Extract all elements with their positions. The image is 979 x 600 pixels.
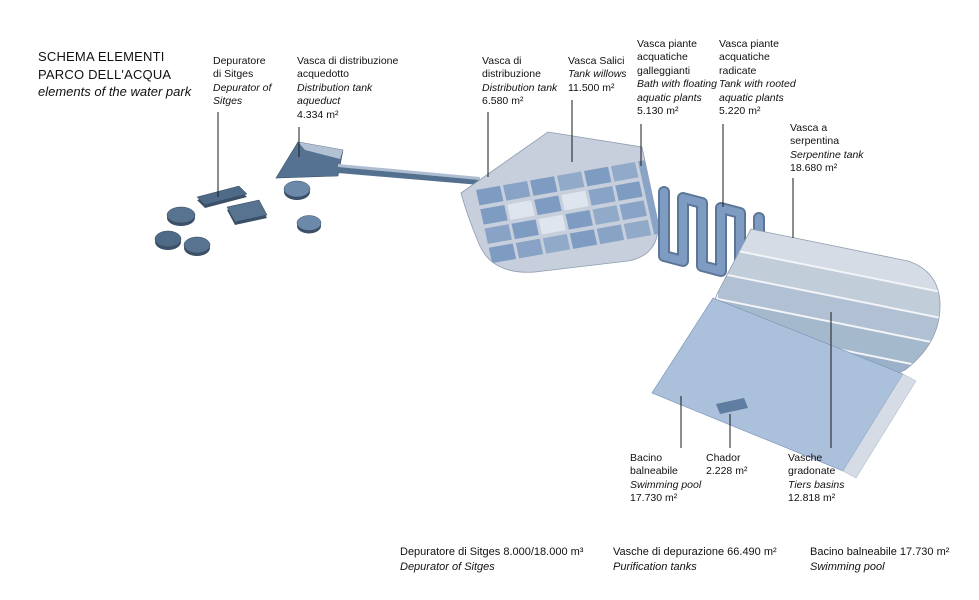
- band-strip: [718, 300, 941, 370]
- round-basin: [283, 180, 311, 198]
- grid-cell: [623, 219, 652, 240]
- grid-cell: [515, 238, 544, 259]
- band-strip: [718, 274, 941, 344]
- label-text-it: Vasca piante acquatiche galleggianti: [637, 38, 697, 77]
- leader-lines: [217, 100, 832, 448]
- pool-edge-deck: [842, 373, 917, 479]
- label-serpentina: Vasca a serpentina Serpentine tank 18.68…: [790, 122, 880, 176]
- grid-cell: [565, 209, 593, 230]
- aqueduct-tank-top: [298, 142, 343, 159]
- caption-depuratore: Depuratore di Sitges 8.000/18.000 m³ Dep…: [400, 545, 583, 575]
- label-distribuzione: Vasca di distribuzione Distribution tank…: [482, 55, 577, 109]
- depurator-tank: [154, 230, 182, 248]
- caption-text-en: Swimming pool: [810, 560, 885, 573]
- label-text-en: Depurator of Sitges: [213, 81, 272, 108]
- label-area: 18.680 m²: [790, 162, 838, 175]
- grid-cell: [507, 200, 535, 220]
- grid-cell: [484, 224, 512, 244]
- purification-tanks-shape: [460, 131, 659, 273]
- caption-text-it: Vasche di depurazione 66.490 m²: [613, 546, 777, 558]
- label-area: 11.500 m²: [568, 81, 615, 94]
- grid-cell: [476, 185, 504, 206]
- caption-text-en: Purification tanks: [613, 560, 697, 573]
- label-area: 12.818 m²: [788, 492, 836, 505]
- label-text-it: Bacino balneabile: [630, 452, 678, 478]
- grid-cell: [503, 181, 531, 201]
- diagram-title-text: SCHEMA ELEMENTI PARCO DELL'ACQUA: [38, 49, 172, 82]
- label-depuratore: Depuratore di Sitges Depurator of Sitges: [213, 55, 293, 109]
- grid-cell: [584, 166, 612, 187]
- depurator-tank: [183, 236, 211, 254]
- label-text-en: Serpentine tank: [790, 148, 864, 161]
- grid-cell: [530, 176, 558, 196]
- band-strip: [718, 248, 941, 318]
- label-text-en: Tiers basins: [788, 478, 845, 491]
- grid-cell: [588, 185, 616, 206]
- aqueduct-channel-top: [338, 164, 480, 180]
- label-text-it: Vasche gradonate: [788, 452, 836, 478]
- label-text-en: Swimming pool: [630, 478, 702, 491]
- grid-cell: [534, 195, 562, 216]
- label-text-en: Tank with rooted aquatic plants: [719, 78, 796, 104]
- grid-cell: [592, 205, 620, 225]
- label-text-it: Vasca a serpentina: [790, 122, 840, 148]
- label-text-en: Tank willows: [568, 68, 627, 81]
- grid-cell: [542, 233, 571, 254]
- label-text-en: Distribution tank aqueduct: [297, 81, 373, 108]
- band-strip: [718, 229, 941, 292]
- label-chador: Chador 2.228 m²: [706, 452, 766, 479]
- caption-text-it: Depuratore di Sitges 8.000/18.000 m³: [400, 546, 584, 558]
- label-text-it: Depuratore di Sitges: [213, 55, 266, 81]
- grid-cell: [480, 205, 508, 225]
- grid-cell: [569, 229, 598, 249]
- depurator-slab: [196, 185, 248, 206]
- depurator-shapes: [154, 185, 268, 256]
- label-text-it: Vasca di distribuzione: [482, 55, 541, 81]
- label-text-it: Vasca di distribuzione acquedotto: [297, 55, 399, 81]
- grid-cell: [615, 181, 643, 201]
- diagram-title: SCHEMA ELEMENTI PARCO DELL'ACQUA element…: [38, 48, 191, 101]
- grid-cell: [488, 243, 517, 264]
- grid-cell: [611, 161, 639, 182]
- aqueduct-shapes: [275, 141, 480, 234]
- round-basin: [296, 215, 322, 231]
- label-gradonate: Vasche gradonate Tiers basins 12.818 m²: [788, 452, 868, 506]
- grid-cell: [511, 219, 539, 240]
- swimming-pool-shape: [651, 297, 917, 479]
- grid-cell: [557, 171, 585, 192]
- caption-depurazione: Vasche di depurazione 66.490 m² Purifica…: [613, 545, 777, 575]
- label-salici: Vasca Salici Tank willows 11.500 m²: [568, 55, 643, 95]
- label-radicate: Vasca piante acquatiche radicate Tank wi…: [719, 38, 814, 119]
- label-galleggianti: Vasca piante acquatiche galleggianti Bat…: [637, 38, 732, 119]
- grid-cell: [596, 224, 625, 245]
- chador-shape: [716, 398, 748, 414]
- label-text-en: Bath with floating aquatic plants: [637, 78, 717, 104]
- label-area: 4.334 m²: [297, 108, 339, 121]
- diagram-subtitle: elements of the water park: [38, 84, 192, 100]
- label-acquedotto: Vasca di distribuzione acquedotto Distri…: [297, 55, 417, 122]
- label-bacino: Bacino balneabile Swimming pool 17.730 m…: [630, 452, 725, 506]
- label-area: 5.220 m²: [719, 105, 761, 118]
- grid-cell: [538, 214, 566, 235]
- aqueduct-channel: [338, 167, 480, 185]
- label-text-it: Vasca Salici: [568, 55, 625, 67]
- label-area: 2.228 m²: [706, 465, 748, 478]
- caption-text-en: Depurator of Sitges: [400, 560, 495, 573]
- caption-bacino: Bacino balneabile 17.730 m² Swimming poo…: [810, 545, 949, 575]
- label-text-it: Vasca piante acquatiche radicate: [719, 38, 779, 77]
- grid-cell: [561, 190, 589, 211]
- label-text-it: Chador: [706, 452, 741, 464]
- label-text-en: Distribution tank: [482, 81, 558, 94]
- label-area: 5.130 m²: [637, 105, 679, 118]
- depurator-slab2: [226, 199, 268, 223]
- depurator-tank: [166, 206, 196, 224]
- label-area: 17.730 m²: [630, 492, 678, 505]
- grid-cell: [619, 200, 647, 221]
- label-area: 6.580 m²: [482, 95, 524, 108]
- caption-text-it: Bacino balneabile 17.730 m²: [810, 546, 950, 558]
